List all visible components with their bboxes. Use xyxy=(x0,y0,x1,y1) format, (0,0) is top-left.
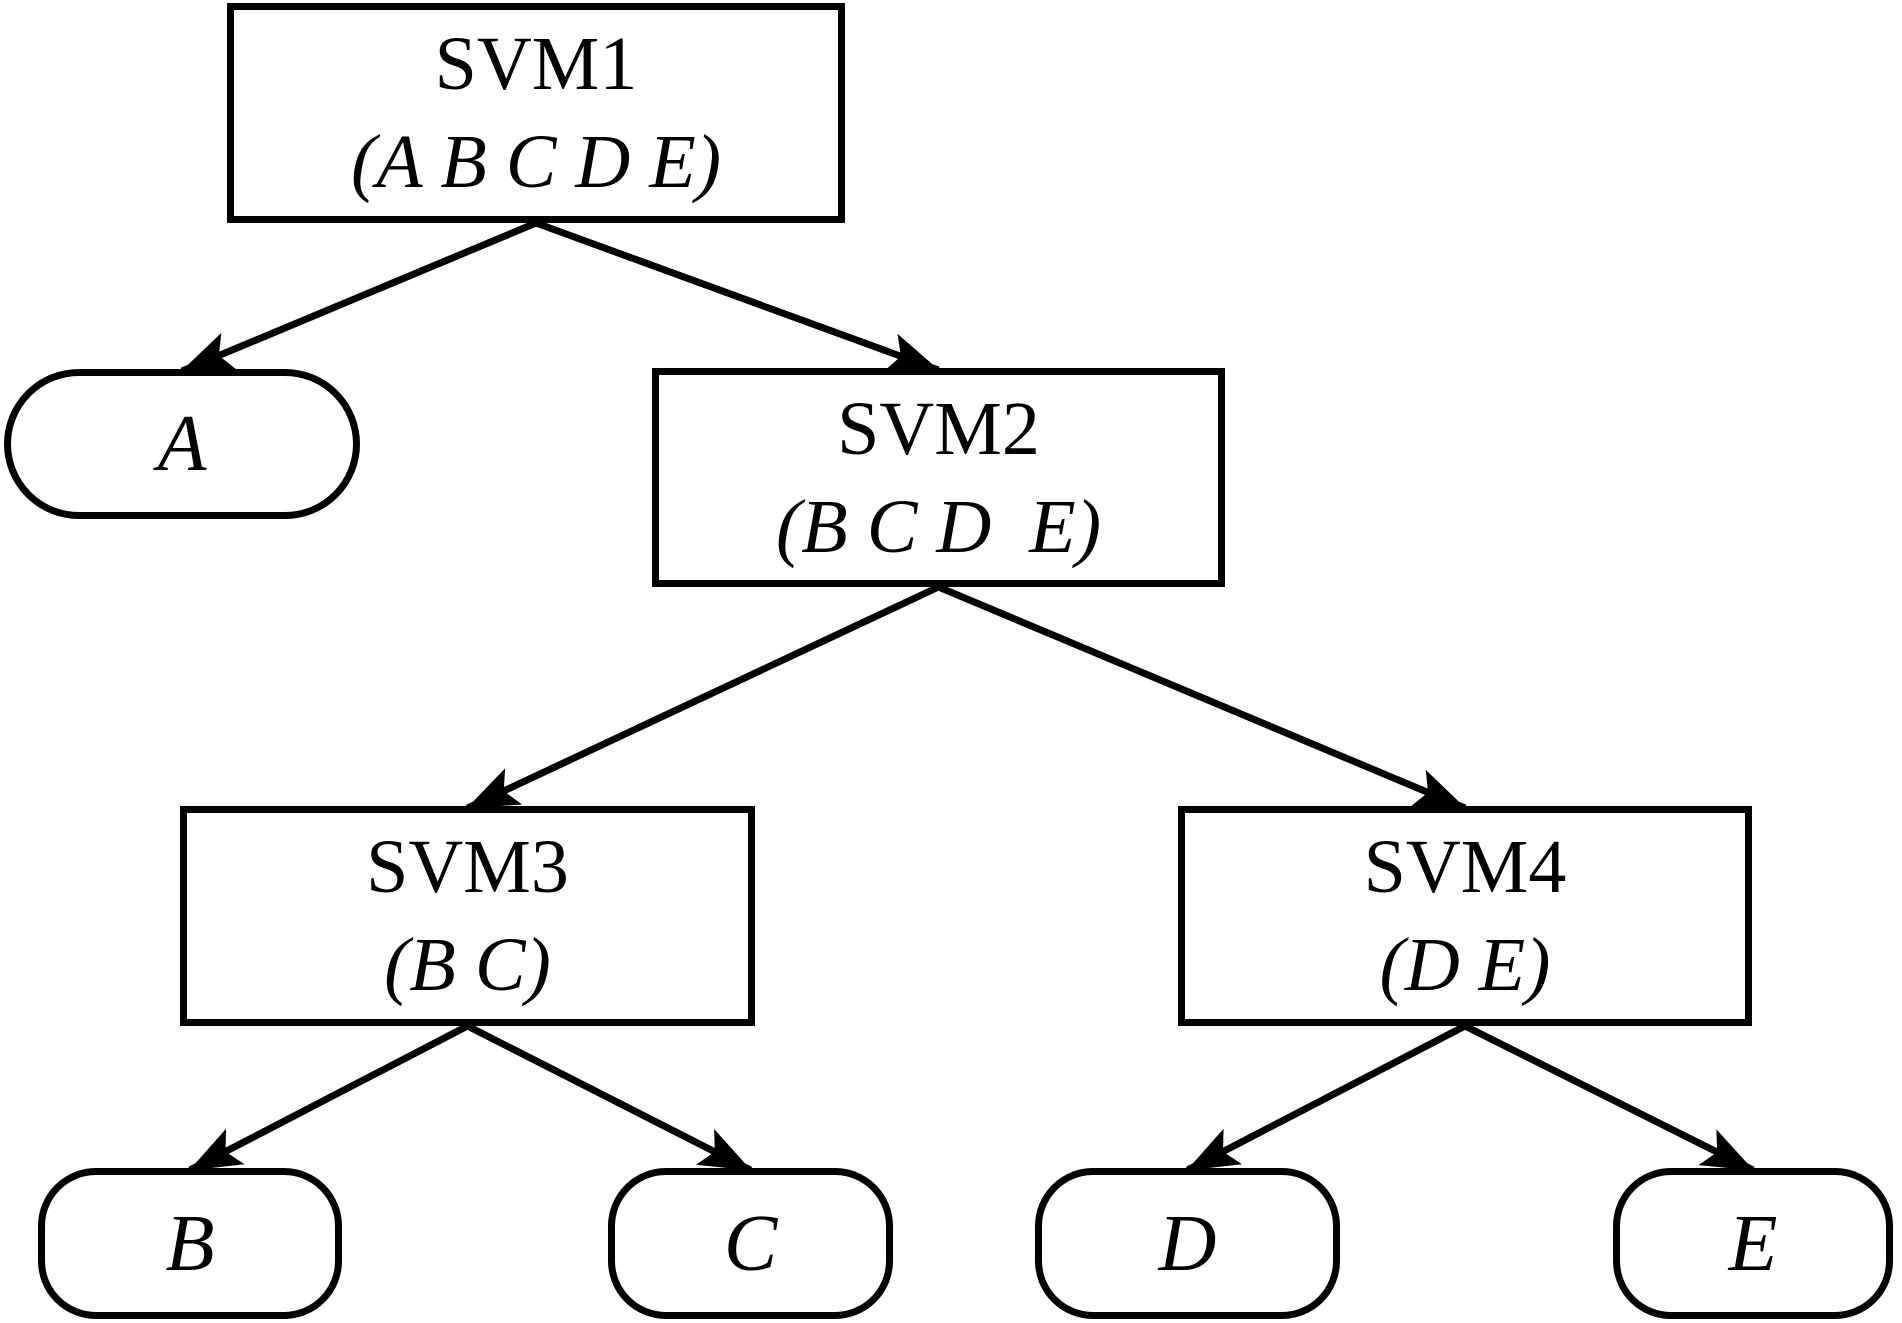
node-class-e-label: E xyxy=(1728,1199,1778,1288)
node-svm2-title: SVM2 xyxy=(837,386,1040,471)
node-class-c-label: C xyxy=(723,1199,778,1288)
node-svm4-title: SVM4 xyxy=(1363,825,1567,909)
node-svm3-title: SVM3 xyxy=(366,825,569,909)
edge-svm3-c xyxy=(465,1022,753,1174)
node-class-d: D xyxy=(1035,1168,1340,1319)
node-class-a: A xyxy=(4,369,360,519)
node-svm1-classes: (A B C D E) xyxy=(350,120,722,204)
node-class-d-label: D xyxy=(1158,1199,1217,1288)
node-class-a-label: A xyxy=(157,400,207,488)
node-svm2-classes: (B C D E) xyxy=(775,484,1102,569)
node-svm1: SVM1 (A B C D E) xyxy=(227,3,845,223)
node-svm4-classes: (D E) xyxy=(1379,923,1551,1007)
edge-svm4-e xyxy=(1463,1022,1755,1174)
node-svm3: SVM3 (B C) xyxy=(180,806,755,1026)
node-class-e: E xyxy=(1613,1168,1893,1319)
edge-svm4-d xyxy=(1185,1022,1467,1174)
edge-svm1-a xyxy=(180,219,538,375)
node-class-b: B xyxy=(38,1168,342,1319)
node-svm1-title: SVM1 xyxy=(434,22,638,106)
edge-svm3-b xyxy=(188,1022,470,1174)
node-class-b-label: B xyxy=(165,1199,215,1288)
edge-svm1-svm2 xyxy=(534,219,940,374)
node-class-c: C xyxy=(608,1168,893,1319)
node-svm2: SVM2 (B C D E) xyxy=(652,368,1225,587)
node-svm4: SVM4 (D E) xyxy=(1178,806,1752,1026)
node-svm3-classes: (B C) xyxy=(384,923,551,1007)
edge-svm2-svm3 xyxy=(466,583,940,812)
edge-svm2-svm4 xyxy=(937,583,1467,812)
